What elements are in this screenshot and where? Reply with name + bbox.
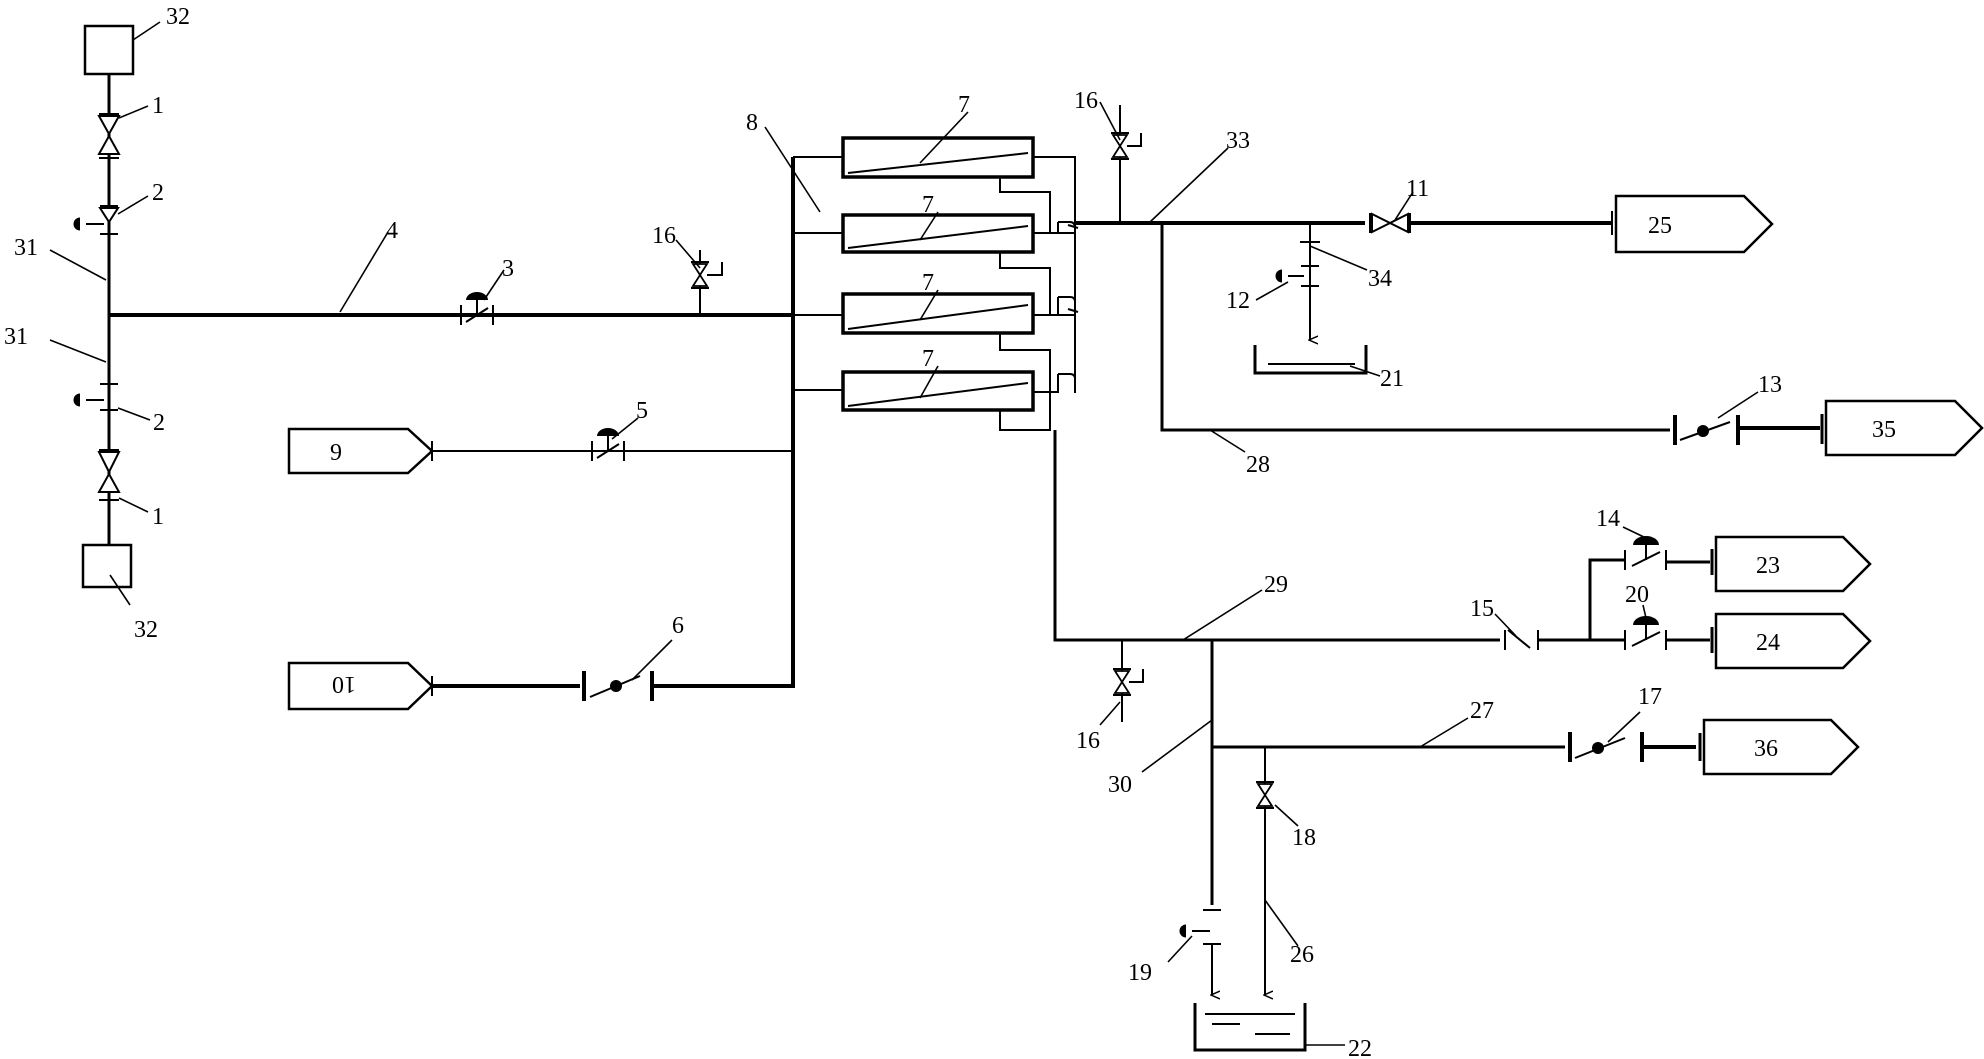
pipe-29 — [1053, 430, 1500, 642]
label-30: 30 — [1108, 772, 1132, 798]
label-28: 28 — [1246, 452, 1270, 478]
label-7-a: 7 — [958, 92, 970, 118]
label-7-c: 7 — [922, 270, 934, 296]
pipe-28 — [1160, 223, 1670, 432]
tank-32-top — [83, 24, 135, 76]
vessel-21 — [1253, 345, 1368, 375]
terminal-label-36: 36 — [1754, 736, 1778, 762]
valve-16-pipe4-icon — [691, 250, 723, 315]
label-20: 20 — [1625, 582, 1649, 608]
leader-lines — [49, 21, 1759, 1046]
tank-32-bottom — [81, 543, 133, 589]
label-34: 34 — [1368, 266, 1392, 292]
label-29: 29 — [1264, 572, 1288, 598]
label-5: 5 — [636, 398, 648, 424]
label-11: 11 — [1406, 176, 1429, 202]
valve-5-icon — [591, 428, 625, 461]
unit-7-outlets — [999, 156, 1079, 431]
valve-12-icon — [1275, 265, 1319, 287]
label-1-bottom: 1 — [152, 504, 164, 530]
unit-7-b — [841, 213, 1035, 254]
label-22: 22 — [1348, 1036, 1372, 1059]
valve-1-bottom-icon — [97, 449, 121, 501]
label-1-top: 1 — [152, 93, 164, 119]
terminal-36 — [1702, 718, 1860, 776]
label-19: 19 — [1128, 960, 1152, 986]
label-33: 33 — [1226, 128, 1250, 154]
terminal-24 — [1714, 612, 1872, 670]
split-to-23 — [1588, 558, 1625, 640]
label-31-bottom: 31 — [4, 324, 28, 350]
terminal-label-24: 24 — [1756, 630, 1780, 656]
valve-14-icon — [1624, 536, 1667, 570]
label-32-bottom: 32 — [134, 617, 158, 643]
valve-19-icon — [1179, 909, 1221, 995]
label-26: 26 — [1290, 942, 1314, 968]
terminal-9 — [287, 427, 434, 475]
valve-6-icon — [582, 671, 654, 701]
label-17: 17 — [1638, 684, 1662, 710]
valve-3-icon — [460, 292, 494, 325]
terminal-25 — [1614, 194, 1774, 254]
terminal-label-9: 9 — [330, 440, 342, 466]
valve-11-icon — [1369, 212, 1411, 234]
valve-16-lower-icon — [1113, 640, 1144, 722]
terminal-label-23: 23 — [1756, 553, 1780, 579]
label-21: 21 — [1380, 366, 1404, 392]
valve-17-icon — [1568, 732, 1644, 762]
valve-18-icon — [1256, 781, 1274, 809]
label-14: 14 — [1596, 506, 1620, 532]
label-12: 12 — [1226, 288, 1250, 314]
label-27: 27 — [1470, 698, 1494, 724]
label-6: 6 — [672, 613, 684, 639]
valve-13-icon — [1673, 415, 1740, 445]
label-13: 13 — [1758, 372, 1782, 398]
label-2-top: 2 — [152, 180, 164, 206]
label-2-bottom: 2 — [153, 410, 165, 436]
terminal-label-35: 35 — [1872, 417, 1896, 443]
label-15: 15 — [1470, 596, 1494, 622]
unit-7-c — [841, 292, 1035, 335]
label-32-top: 32 — [166, 4, 190, 30]
label-8: 8 — [746, 110, 758, 136]
label-4: 4 — [386, 218, 398, 244]
terminal-label-10: 10 — [332, 671, 356, 697]
label-18: 18 — [1292, 825, 1316, 851]
valve-16-top-icon — [1111, 105, 1142, 223]
pipe-34 — [1300, 223, 1320, 340]
terminal-23 — [1714, 535, 1872, 593]
terminal-10 — [287, 661, 434, 711]
terminal-label-25: 25 — [1648, 213, 1672, 239]
unit-7-d — [841, 370, 1035, 412]
label-31-top: 31 — [14, 235, 38, 261]
valve-20-icon — [1624, 616, 1667, 650]
valve-2-top-icon — [73, 205, 120, 235]
label-16-c: 16 — [1076, 728, 1100, 754]
vessel-22 — [1193, 1003, 1307, 1052]
label-7-d: 7 — [922, 346, 934, 372]
label-16-a: 16 — [652, 223, 676, 249]
label-3: 3 — [502, 256, 514, 282]
valve-15-icon — [1504, 629, 1539, 650]
valve-1-top-icon — [97, 113, 121, 159]
label-16-b: 16 — [1074, 88, 1098, 114]
label-7-b: 7 — [922, 192, 934, 218]
terminal-35 — [1824, 399, 1984, 457]
valve-2-bottom-icon — [73, 383, 118, 411]
